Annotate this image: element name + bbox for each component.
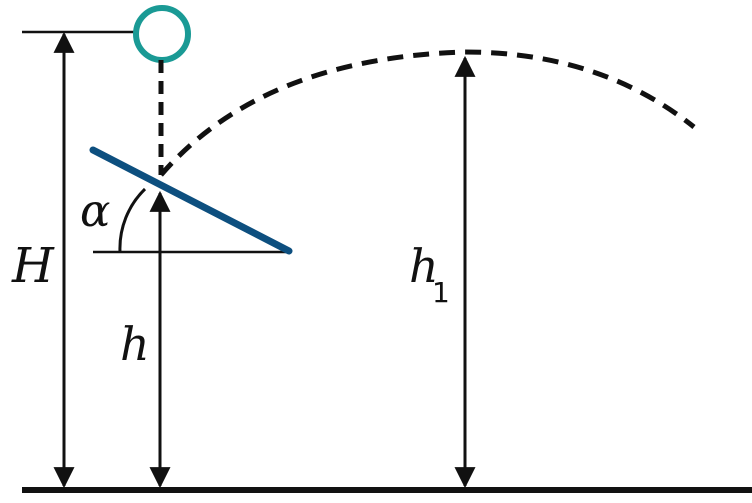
- ball-icon: [133, 5, 191, 63]
- trajectory-dashed: [159, 49, 696, 177]
- label-H: H: [11, 238, 55, 294]
- label-h: h: [120, 317, 150, 371]
- label-h1: h 1: [409, 239, 450, 309]
- inclined-plane: [89, 146, 293, 255]
- label-h1-main: h: [409, 239, 439, 293]
- angle-arc: [118, 187, 147, 253]
- label-h1-subscript: 1: [432, 276, 450, 309]
- label-alpha: α: [80, 184, 110, 237]
